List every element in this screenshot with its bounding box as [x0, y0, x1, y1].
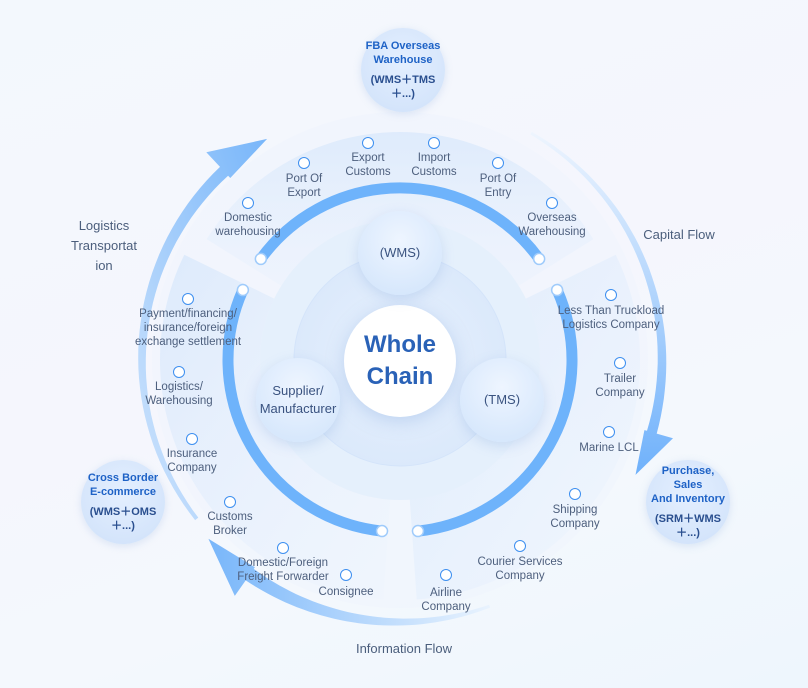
arc-endpoint-dot: [236, 283, 250, 297]
node-marker[interactable]: [298, 157, 310, 169]
scenario-systems: (WMS＋TMS ＋...): [370, 74, 436, 100]
information-flow-arrow: [208, 538, 491, 626]
tms-module[interactable]: (TMS): [460, 358, 544, 442]
node-marker[interactable]: [242, 197, 254, 209]
node-marker[interactable]: [614, 357, 626, 369]
scenario-systems: (WMS＋OMS ＋...): [89, 506, 157, 532]
inner-arc-endpoints: [236, 252, 564, 538]
node-marker[interactable]: [182, 293, 194, 305]
scenario-title: Purchase, Sales And Inventory: [651, 465, 725, 505]
scenario-systems: (SRM＋WMS ＋...): [655, 513, 721, 539]
supplier-manufacturer-module[interactable]: Supplier/ Manufacturer: [256, 358, 340, 442]
purchase-sales-inventory-bubble[interactable]: Purchase, Sales And Inventory (SRM＋WMS ＋…: [646, 460, 730, 544]
arc-endpoint-dot: [411, 524, 425, 538]
arc-endpoint-dot: [550, 283, 564, 297]
scenario-title: FBA Overseas Warehouse: [365, 40, 441, 66]
node-marker[interactable]: [492, 157, 504, 169]
node-marker[interactable]: [340, 569, 352, 581]
inner-arc-top: [255, 182, 545, 265]
inner-arc-left: [222, 284, 388, 537]
capital-flow-arrow: [530, 131, 673, 475]
node-marker[interactable]: [569, 488, 581, 500]
arc-endpoint-dot: [532, 252, 546, 266]
node-marker[interactable]: [173, 366, 185, 378]
cross-border-ecommerce-bubble[interactable]: Cross Border E-commerce (WMS＋OMS ＋...): [81, 460, 165, 544]
node-marker[interactable]: [362, 137, 374, 149]
node-marker[interactable]: [603, 426, 615, 438]
wms-module[interactable]: (WMS): [358, 211, 442, 295]
fba-overseas-warehouse-bubble[interactable]: FBA Overseas Warehouse (WMS＋TMS ＋...): [361, 28, 445, 112]
scenario-title: Cross Border E-commerce: [87, 472, 159, 498]
inner-arc-right: [412, 284, 578, 537]
node-marker[interactable]: [186, 433, 198, 445]
node-marker[interactable]: [224, 496, 236, 508]
arc-endpoint-dot: [254, 252, 268, 266]
node-marker[interactable]: [514, 540, 526, 552]
logistics-flow-arrow: [138, 138, 268, 521]
node-marker[interactable]: [277, 542, 289, 554]
node-marker[interactable]: [428, 137, 440, 149]
whole-chain-center: Whole Chain: [344, 305, 456, 417]
node-marker[interactable]: [605, 289, 617, 301]
top-sector: [206, 131, 594, 286]
arc-endpoint-dot: [375, 524, 389, 538]
node-marker[interactable]: [440, 569, 452, 581]
node-marker[interactable]: [546, 197, 558, 209]
